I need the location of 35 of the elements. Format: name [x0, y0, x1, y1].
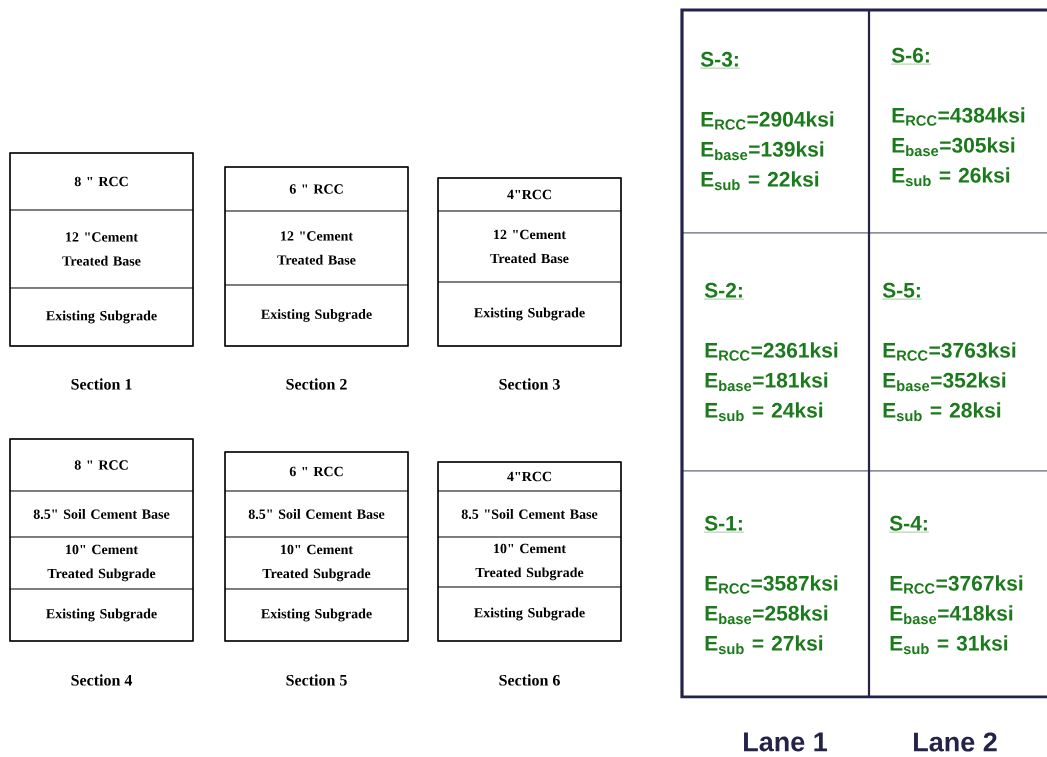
layer-band: 12 "Cement Treated Base	[437, 210, 622, 283]
layer-band: 8 " RCC	[9, 438, 194, 492]
modulus-cell: S-4: E$_{RCC}$=3767ksi E$_{base}$=418ksi E$_{sub}$ = 31ksi	[889, 515, 1023, 655]
modulus-cell: S-6: E$_{RCC}$=4384ksi E$_{base}$=305ksi E$_{sub}$ = 26ksi	[891, 47, 1025, 187]
section-label: Section 5	[286, 674, 347, 686]
lane-label: Lane 2	[914, 732, 997, 752]
layer-band: Existing Subgrade	[437, 586, 622, 642]
layer-band: 10" Cement Treated Subgrade	[9, 536, 194, 590]
layer-band: 8.5 "Soil Cement Base	[437, 490, 622, 538]
modulus-cell: S-3: E$_{RCC}$=2904ksi E$_{base}$=139ksi E$_{sub}$ = 22ksi	[700, 51, 834, 191]
section-label: Section 4	[71, 674, 133, 686]
layer-band: 12 "Cement Treated Base	[224, 210, 409, 286]
section-label: Section 6	[499, 674, 560, 686]
layer-band: 12 "Cement Treated Base	[9, 209, 194, 289]
layer-band: 6 " RCC	[224, 451, 409, 492]
layer-band: 10" Cement Treated Subgrade	[437, 536, 622, 588]
modulus-cell: S-1: E$_{RCC}$=3587ksi E$_{base}$=258ksi E$_{sub}$ = 27ksi	[704, 515, 838, 655]
section-label: Section 2	[286, 378, 347, 390]
layer-band: 4"RCC	[437, 177, 622, 212]
layer-band: 8 " RCC	[9, 152, 194, 211]
layer-band: Existing Subgrade	[224, 284, 409, 347]
modulus-cell: S-5: E$_{RCC}$=3763ksi E$_{base}$=352ksi E$_{sub}$ = 28ksi	[882, 282, 1016, 422]
layer-band: Existing Subgrade	[9, 588, 194, 642]
layer-band: Existing Subgrade	[224, 588, 409, 642]
layer-band: Existing Subgrade	[9, 287, 194, 347]
section-label: Section 1	[71, 378, 132, 390]
layer-band: Existing Subgrade	[437, 281, 622, 347]
layer-band: 10" Cement Treated Subgrade	[224, 536, 409, 590]
section-label: Section 3	[499, 378, 560, 390]
layer-band: 8.5" Soil Cement Base	[9, 490, 194, 538]
modulus-cell: S-2: E$_{RCC}$=2361ksi E$_{base}$=181ksi E$_{sub}$ = 24ksi	[704, 282, 838, 422]
layer-band: 4"RCC	[437, 461, 622, 492]
layer-band: 6 " RCC	[224, 166, 409, 212]
layer-band: 8.5" Soil Cement Base	[224, 490, 409, 538]
lane-label: Lane 1	[744, 732, 827, 752]
